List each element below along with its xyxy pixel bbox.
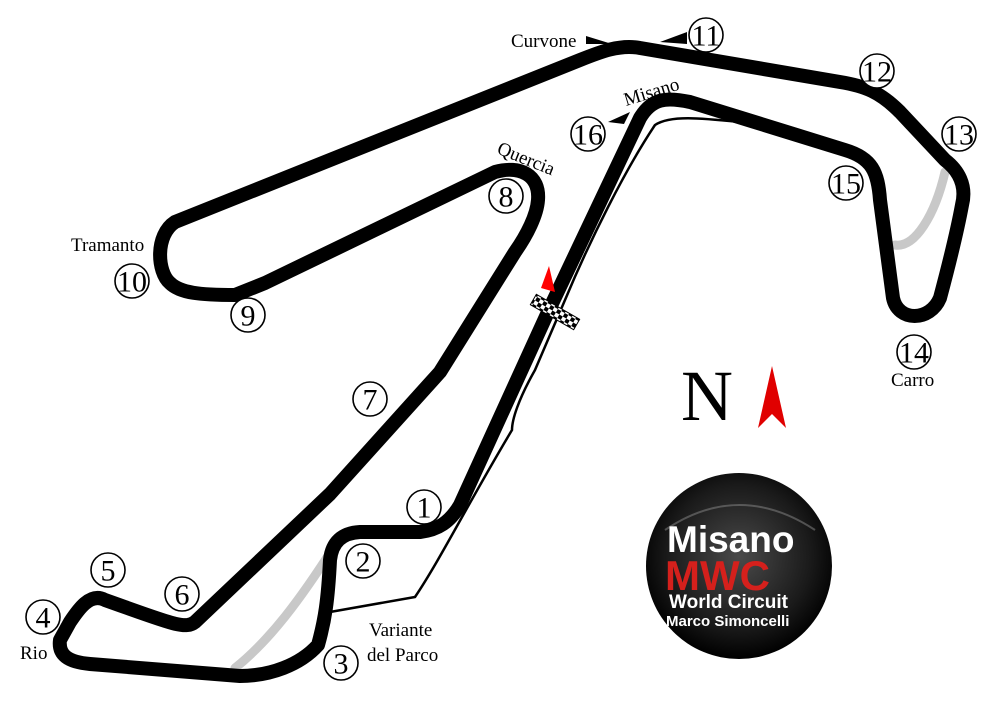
main-track	[52, 40, 971, 683]
corner-label-carro: Carro	[891, 370, 934, 391]
turn-marker-10: 10	[114, 263, 150, 299]
turn-marker-3: 3	[323, 645, 359, 681]
logo-mark: MWC	[665, 552, 770, 599]
turn-marker-2: 2	[345, 543, 381, 579]
corner-label-curvone: Curvone	[511, 31, 576, 52]
corner-label-tramanto: Tramanto	[71, 235, 144, 256]
svg-text:15: 15	[831, 168, 861, 201]
svg-text:1: 1	[417, 492, 432, 525]
turn-marker-6: 6	[164, 576, 200, 612]
turn-marker-15: 15	[828, 165, 864, 201]
svg-text:5: 5	[101, 555, 116, 588]
turn-marker-12: 12	[859, 53, 895, 89]
start-finish-line	[529, 293, 581, 331]
svg-text:13: 13	[944, 119, 974, 152]
north-arrow-icon	[758, 366, 786, 428]
turn11-pointer-arrow	[660, 32, 687, 44]
turn-marker-13: 13	[941, 116, 977, 152]
north-letter: N	[681, 356, 733, 436]
svg-text:9: 9	[241, 300, 256, 333]
svg-text:14: 14	[899, 337, 929, 370]
turn-marker-16: 16	[570, 116, 606, 152]
svg-text:3: 3	[334, 648, 349, 681]
misano-pointer-arrow	[608, 112, 630, 124]
logo-line2: Marco Simoncelli	[666, 613, 789, 630]
turn-marker-8: 8	[488, 178, 524, 214]
svg-text:12: 12	[862, 56, 892, 89]
svg-text:16: 16	[573, 119, 603, 152]
svg-text:4: 4	[36, 602, 51, 635]
svg-text:11: 11	[692, 20, 721, 53]
corner-label-variante-line2: del Parco	[367, 645, 438, 666]
turn-marker-14: 14	[896, 334, 932, 370]
svg-text:7: 7	[363, 384, 378, 417]
corner-label-variante-line1: Variante	[369, 620, 432, 641]
start-direction-arrow	[541, 266, 555, 292]
curvone-pointer-arrow	[586, 36, 612, 44]
svg-text:2: 2	[356, 546, 371, 579]
circuit-logo: Misano MWC World Circuit Marco Simoncell…	[646, 473, 832, 659]
turn-marker-7: 7	[352, 381, 388, 417]
turn-marker-4: 4	[25, 599, 61, 635]
svg-text:10: 10	[117, 266, 147, 299]
turn-marker-1: 1	[406, 489, 442, 525]
pit-lane-line	[328, 117, 742, 614]
turn-marker-9: 9	[230, 297, 266, 333]
svg-text:8: 8	[499, 181, 514, 214]
turn-marker-5: 5	[90, 552, 126, 588]
logo-title: Misano	[667, 519, 794, 560]
turn-marker-11: 11	[688, 17, 724, 53]
svg-text:6: 6	[175, 579, 190, 612]
old-track-segment-carro	[890, 167, 950, 250]
logo-line1: World Circuit	[669, 592, 789, 613]
corner-label-rio: Rio	[20, 643, 47, 664]
